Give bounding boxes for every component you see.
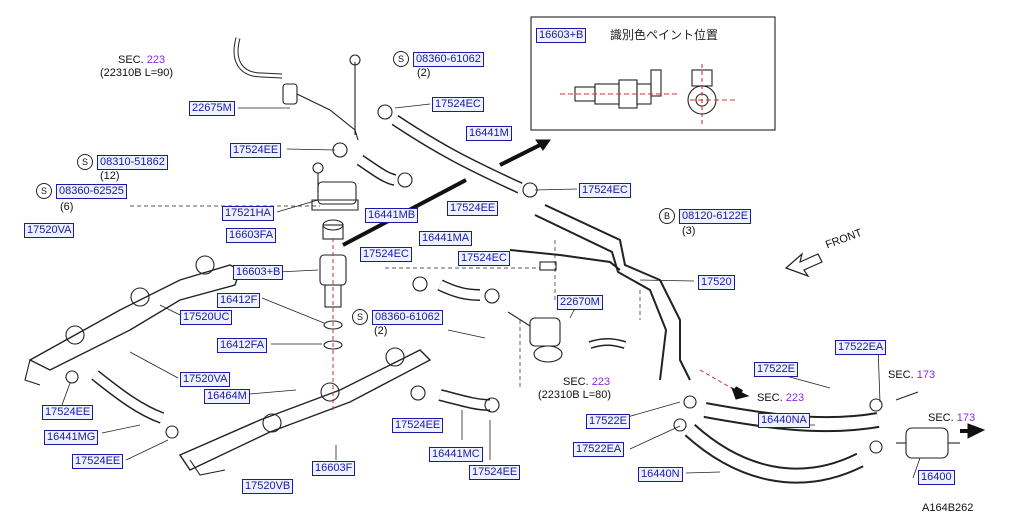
part-label-17524EC[interactable]: 17524EC bbox=[579, 183, 631, 198]
part-label-17524EE[interactable]: 17524EE bbox=[72, 454, 124, 469]
bolt-part-label[interactable]: 08310-51862 bbox=[97, 155, 168, 170]
part-label-17522EA[interactable]: 17522EA bbox=[573, 442, 625, 457]
sec-reference[interactable]: SEC. 223 bbox=[757, 392, 805, 404]
part-label-16603F[interactable]: 16603F bbox=[312, 461, 356, 476]
sec-reference[interactable]: SEC. 173 bbox=[928, 412, 976, 424]
part-label-17521HA[interactable]: 17521HA bbox=[222, 206, 274, 221]
part-label-17524EC[interactable]: 17524EC bbox=[360, 247, 412, 262]
pressure-regulator-upper bbox=[282, 83, 298, 105]
part-label-17524EE[interactable]: 17524EE bbox=[447, 201, 499, 216]
bolt-symbol: S bbox=[393, 51, 409, 67]
inset-note: 識別色ペイント位置 bbox=[610, 28, 719, 42]
bolt-qty: (6) bbox=[60, 201, 74, 213]
inset-frame bbox=[530, 16, 776, 131]
part-label-17522E[interactable]: 17522E bbox=[586, 414, 630, 429]
bolt-part-label[interactable]: 08360-62525 bbox=[56, 184, 127, 199]
part-label-22670M[interactable]: 22670M bbox=[557, 295, 603, 310]
inset-injector-drawing bbox=[560, 64, 735, 124]
part-label-16400[interactable]: 16400 bbox=[918, 470, 955, 485]
part-label-16441MA[interactable]: 16441MA bbox=[419, 231, 473, 246]
part-label-17520VA[interactable]: 17520VA bbox=[180, 372, 231, 387]
sec-reference[interactable]: SEC. 173 bbox=[888, 369, 936, 381]
part-label-17520UC[interactable]: 17520UC bbox=[180, 310, 233, 325]
part-label-17524EE[interactable]: 17524EE bbox=[392, 418, 444, 433]
part-label-16440NA[interactable]: 16440NA bbox=[758, 413, 810, 428]
part-label-17520[interactable]: 17520 bbox=[698, 275, 735, 290]
part-label-16440N[interactable]: 16440N bbox=[638, 467, 683, 482]
sec-subnote: (22310B L=80) bbox=[538, 389, 612, 401]
bolt-qty: (12) bbox=[100, 170, 120, 182]
part-label-16412FA[interactable]: 16412FA bbox=[217, 338, 268, 353]
bolt-qty: (2) bbox=[417, 67, 431, 79]
bolt-part-label[interactable]: 08360-61062 bbox=[372, 310, 443, 325]
part-label-16441M[interactable]: 16441M bbox=[466, 126, 512, 141]
bolt-qty: (3) bbox=[682, 225, 696, 237]
part-label-16441MC[interactable]: 16441MC bbox=[429, 447, 483, 462]
front-arrow-icon bbox=[784, 252, 823, 278]
part-label-17520VA[interactable]: 17520VA bbox=[24, 223, 75, 238]
part-label-17522EA[interactable]: 17522EA bbox=[835, 340, 887, 355]
part-label-17524EC[interactable]: 17524EC bbox=[458, 251, 510, 266]
part-label-16441MB[interactable]: 16441MB bbox=[365, 208, 419, 223]
bolt-symbol: S bbox=[352, 309, 368, 325]
part-label-16412F[interactable]: 16412F bbox=[217, 293, 261, 308]
bolt-symbol: S bbox=[77, 154, 93, 170]
sec-reference[interactable]: SEC. 223 bbox=[118, 54, 166, 66]
bolt-qty: (2) bbox=[374, 325, 388, 337]
bolt-part-label[interactable]: 08360-61062 bbox=[413, 52, 484, 67]
part-label-17524EE[interactable]: 17524EE bbox=[230, 143, 282, 158]
bolt-symbol: B bbox=[659, 208, 675, 224]
part-label-17524EE[interactable]: 17524EE bbox=[469, 465, 521, 480]
part-label-17524EC[interactable]: 17524EC bbox=[432, 97, 484, 112]
bolt-part-label[interactable]: 08120-6122E bbox=[679, 209, 752, 224]
diagram-id: A164B262 bbox=[922, 502, 974, 514]
part-label-16603-plus-B[interactable]: 16603+B bbox=[233, 265, 284, 280]
part-label-17522E[interactable]: 17522E bbox=[754, 362, 798, 377]
part-label-16441MG[interactable]: 16441MG bbox=[44, 430, 99, 445]
inset-part-label[interactable]: 16603+B bbox=[536, 28, 587, 43]
sec-subnote: (22310B L=90) bbox=[100, 67, 174, 79]
part-label-17524EE[interactable]: 17524EE bbox=[42, 405, 94, 420]
part-label-22675M[interactable]: 22675M bbox=[189, 101, 235, 116]
part-label-16603FA[interactable]: 16603FA bbox=[226, 228, 277, 243]
part-label-16464M[interactable]: 16464M bbox=[204, 389, 250, 404]
bolt-symbol: S bbox=[36, 183, 52, 199]
sec-reference[interactable]: SEC. 223 bbox=[563, 376, 611, 388]
part-label-17520VB[interactable]: 17520VB bbox=[242, 479, 294, 494]
